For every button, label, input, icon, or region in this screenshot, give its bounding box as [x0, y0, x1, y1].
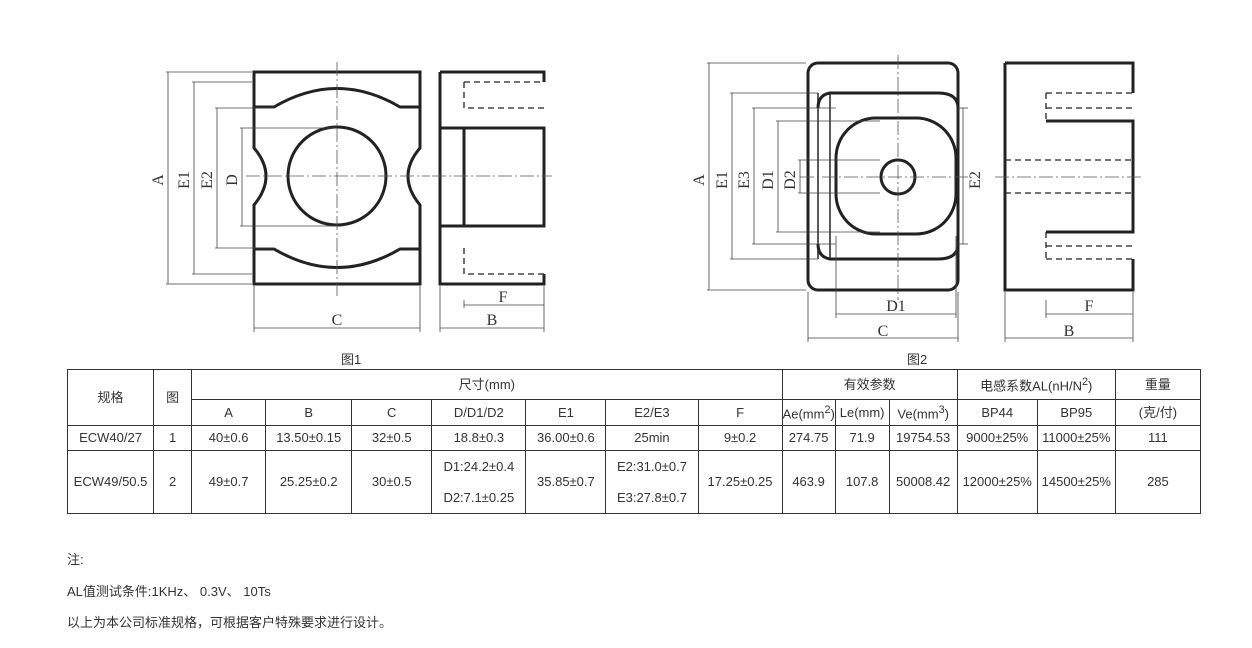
table-row: ECW40/27 1 40±0.6 13.50±0.15 32±0.5 18.8… — [66, 425, 1202, 451]
fig2-label-A: A — [691, 174, 708, 186]
fig1-label-C: C — [332, 312, 343, 329]
subheader-D: D/D1/D2 — [431, 399, 527, 426]
cell-D: 18.8±0.3 — [431, 425, 527, 451]
cell-B: 25.25±0.2 — [265, 450, 353, 514]
header-spec: 规格 — [66, 369, 155, 426]
subheader-F: F — [697, 399, 783, 426]
cell-ae: 274.75 — [781, 425, 836, 451]
cell-ve: 19754.53 — [888, 425, 958, 451]
header-effective-params: 有效参数 — [781, 369, 958, 400]
cell-le: 71.9 — [834, 425, 890, 451]
subheader-C: C — [351, 399, 433, 426]
subheader-ae: Ae(mm2) — [781, 399, 836, 426]
figure-2-drawing: A E1 E3 D1 D2 E2 D1 C F B — [691, 55, 1142, 342]
cell-E2-value: E2:31.0±0.7 — [616, 459, 687, 474]
header-weight: 重量 — [1114, 369, 1202, 400]
header-figure: 图 — [153, 369, 193, 426]
subheader-A: A — [191, 399, 267, 426]
fig2-side-view-outline — [1003, 61, 1135, 292]
cell-B: 13.50±0.15 — [265, 425, 353, 451]
fig2-label-E2: E2 — [967, 171, 984, 189]
table-subheader-row: A B C D/D1/D2 E1 E2/E3 F Ae(mm2) Le(mm) … — [68, 399, 1202, 426]
figure-1-caption: 图1 — [341, 352, 362, 367]
cell-figure: 2 — [153, 450, 193, 514]
fig2-label-B: B — [1064, 323, 1075, 340]
fig2-label-D1-bottom: D1 — [886, 298, 906, 315]
notes-title: 注: — [67, 552, 84, 567]
cell-D2: D2:7.1±0.25 — [443, 490, 515, 505]
subheader-B: B — [265, 399, 353, 426]
notes-test-conditions: AL值测试条件:1KHz、 0.3V、 10Ts — [67, 584, 271, 599]
fig1-label-A: A — [150, 174, 167, 186]
cell-E3-value: E3:27.8±0.7 — [616, 490, 687, 505]
cell-figure: 1 — [153, 425, 193, 451]
cell-E2: E2:31.0±0.7 E3:27.8±0.7 — [605, 450, 699, 514]
cell-ae: 463.9 — [781, 450, 836, 514]
cell-A: 40±0.6 — [191, 425, 267, 451]
cell-bp95: 11000±25% — [1036, 425, 1116, 451]
cell-F: 17.25±0.25 — [697, 450, 783, 514]
fig2-label-E3: E3 — [736, 171, 753, 189]
header-inductance: 电感系数AL(nH/N2) — [956, 369, 1116, 400]
cell-A: 49±0.7 — [191, 450, 267, 514]
cell-C: 30±0.5 — [351, 450, 433, 514]
figure-1-drawing: A E1 E2 D C F B — [150, 62, 552, 332]
subheader-bp95: BP95 — [1036, 399, 1116, 426]
spec-table: 规格 图 尺寸(mm) 有效参数 电感系数AL(nH/N2) 重量 A B C … — [66, 369, 1202, 514]
fig1-side-view-outline — [438, 70, 546, 286]
subheader-E1: E1 — [525, 399, 607, 426]
subheader-bp44: BP44 — [956, 399, 1038, 426]
subheader-ve: Ve(mm3) — [888, 399, 958, 426]
fig2-center-post — [834, 116, 958, 236]
table-row: ECW49/50.5 2 49±0.7 25.25±0.2 30±0.5 D1:… — [66, 450, 1202, 514]
fig2-label-D2: D2 — [782, 170, 799, 190]
subheader-E2: E2/E3 — [605, 399, 699, 426]
table-header-row: 规格 图 尺寸(mm) 有效参数 电感系数AL(nH/N2) 重量 — [66, 369, 1202, 426]
cell-weight: 111 — [1114, 425, 1202, 451]
fig1-label-B: B — [487, 312, 498, 329]
header-size: 尺寸(mm) — [191, 369, 783, 400]
figure-2-caption: 图2 — [907, 352, 928, 367]
fig1-label-E1: E1 — [176, 171, 193, 189]
cell-le: 107.8 — [834, 450, 890, 514]
fig1-label-E2: E2 — [199, 171, 216, 189]
cell-E1: 35.85±0.7 — [525, 450, 607, 514]
fig2-label-E1: E1 — [714, 171, 731, 189]
fig2-label-D1: D1 — [760, 170, 777, 190]
cell-weight: 285 — [1114, 450, 1202, 514]
cell-D: D1:24.2±0.4 D2:7.1±0.25 — [431, 450, 527, 514]
fig2-front-core-outline — [806, 61, 960, 292]
fig1-front-core-outline — [252, 70, 422, 109]
cell-ve: 50008.42 — [888, 450, 958, 514]
cell-E1: 36.00±0.6 — [525, 425, 607, 451]
cell-E2: 25min — [605, 425, 699, 451]
cell-bp44: 12000±25% — [956, 450, 1038, 514]
cell-F: 9±0.2 — [697, 425, 783, 451]
cell-spec: ECW40/27 — [66, 425, 155, 451]
cell-spec: ECW49/50.5 — [66, 450, 155, 514]
subheader-weight-unit: (克/付) — [1114, 399, 1202, 426]
notes-custom-design: 以上为本公司标准规格，可根据客户特殊要求进行设计。 — [67, 615, 393, 630]
fig2-label-F: F — [1085, 298, 1094, 315]
cell-C: 32±0.5 — [351, 425, 433, 451]
fig2-label-C: C — [878, 323, 889, 340]
fig1-label-F: F — [499, 289, 508, 306]
cell-bp44: 9000±25% — [956, 425, 1038, 451]
fig1-label-D: D — [224, 174, 241, 186]
cell-D1: D1:24.2±0.4 — [443, 459, 515, 474]
cell-bp95: 14500±25% — [1036, 450, 1116, 514]
subheader-le: Le(mm) — [834, 399, 890, 426]
